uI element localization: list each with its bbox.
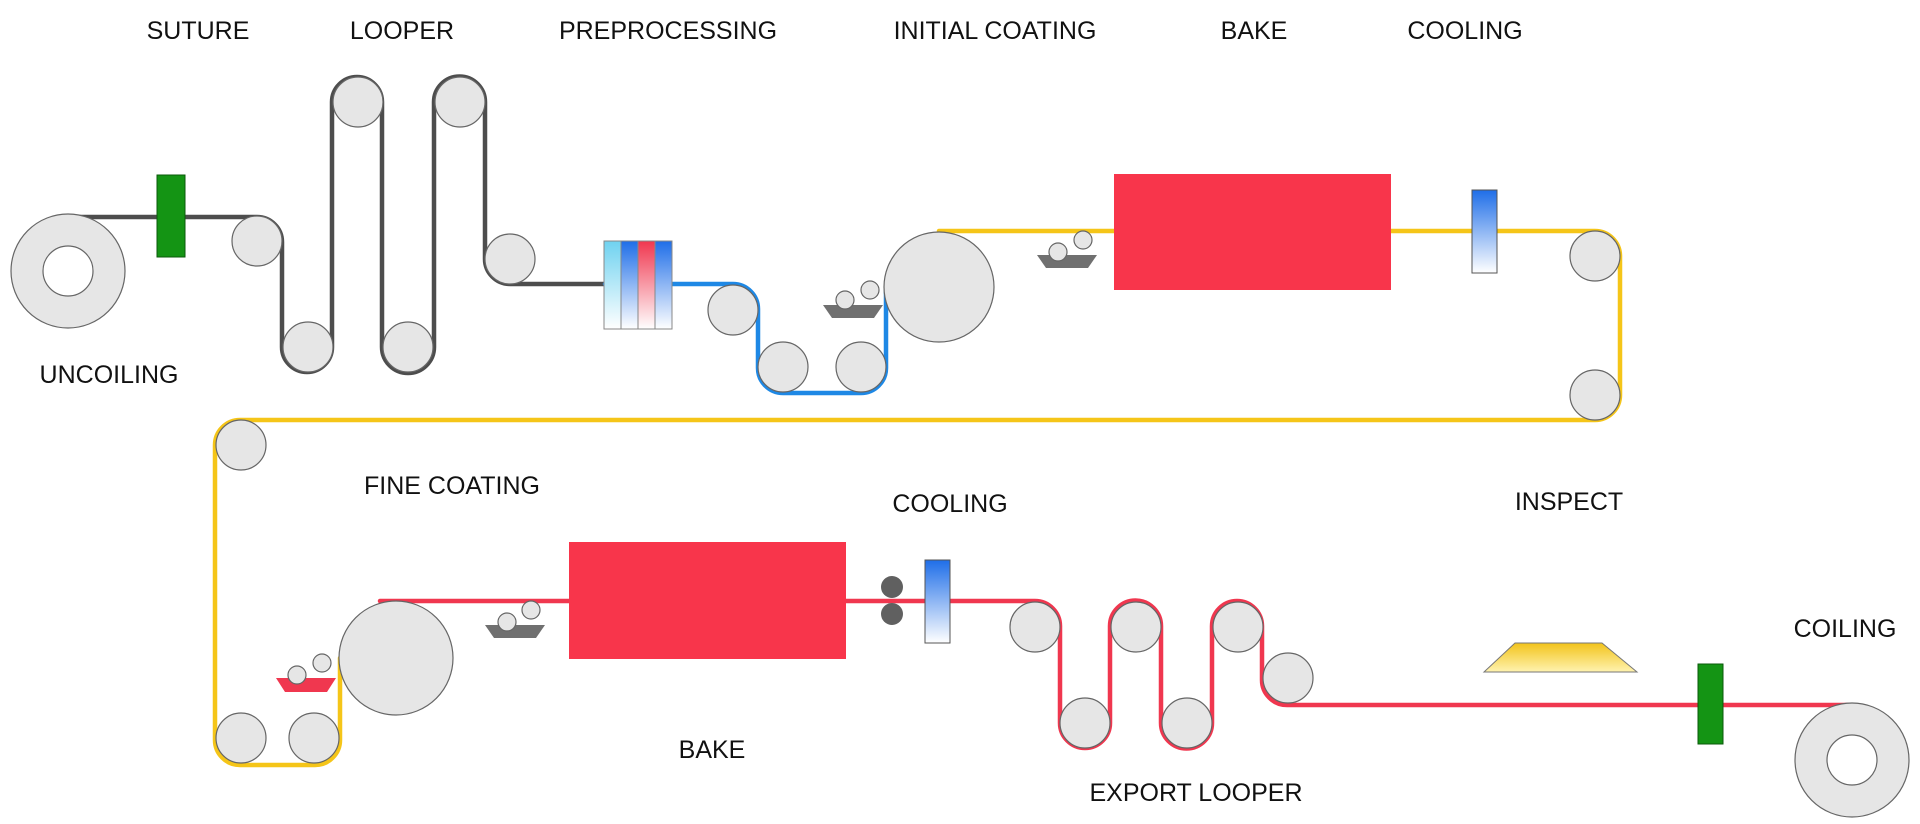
label-inspect: INSPECT	[1515, 488, 1623, 516]
turn-roller-icon	[1569, 230, 1621, 282]
label-preprocessing: PREPROCESSING	[559, 17, 777, 45]
recoiler-coil-icon	[1794, 702, 1910, 818]
strip-raw	[65, 74, 608, 376]
label-cooling-bottom: COOLING	[892, 490, 1007, 518]
label-coiling: COILING	[1794, 615, 1897, 643]
bake-oven-bottom-icon	[569, 542, 846, 659]
entry-roller-icon	[231, 215, 283, 267]
looper-roller-icon	[382, 321, 434, 373]
pretreat-roller-icon	[757, 341, 809, 393]
export-looper-roller-icon	[1009, 601, 1061, 653]
label-uncoiling: UNCOILING	[40, 361, 179, 389]
suture-welder-icon	[156, 174, 186, 258]
export-looper-roller-icon	[1161, 697, 1213, 749]
label-bake-top: BAKE	[1221, 17, 1288, 45]
export-looper-roller-icon	[1212, 601, 1264, 653]
uncoiler-coil-icon	[10, 213, 126, 329]
export-looper-roller-icon	[1059, 697, 1111, 749]
looper-roller-icon	[434, 76, 486, 128]
initial-coating-aux-tray-icon	[1037, 230, 1097, 268]
fine-coating-tray-icon	[276, 653, 336, 692]
preprocessing-tanks-icon	[603, 240, 673, 330]
inspection-lamp-icon	[1482, 642, 1639, 673]
label-initial-coating: INITIAL COATING	[894, 17, 1097, 45]
pretreat-roller-icon	[835, 341, 887, 393]
label-looper: LOOPER	[350, 17, 454, 45]
looper-roller-icon	[282, 321, 334, 373]
initial-coating-tray-icon	[823, 280, 883, 318]
pinch-roll-icon	[881, 576, 903, 625]
turn-roller-icon	[215, 419, 267, 471]
bottom-roller-icon	[288, 712, 340, 764]
label-suture: SUTURE	[147, 17, 250, 45]
looper-roller-icon	[332, 76, 384, 128]
label-export-looper: EXPORT LOOPER	[1089, 779, 1302, 807]
label-cooling-top: COOLING	[1407, 17, 1522, 45]
bake-oven-top-icon	[1114, 174, 1391, 290]
cooler-top-icon	[1471, 189, 1498, 274]
bottom-roller-icon	[215, 712, 267, 764]
fine-coating-aux-tray-icon	[485, 600, 545, 638]
label-fine-coating: FINE COATING	[364, 472, 540, 500]
export-looper-roller-icon	[1262, 652, 1314, 704]
strip-pretreated	[602, 281, 889, 396]
coiling-welder-icon	[1697, 663, 1724, 745]
looper-exit-roller-icon	[484, 233, 536, 285]
turn-roller-icon	[1569, 369, 1621, 421]
cooler-bottom-icon	[924, 559, 951, 644]
export-looper-roller-icon	[1110, 601, 1162, 653]
fine-coating-drum-icon	[338, 600, 454, 716]
pretreat-roller-icon	[707, 284, 759, 336]
label-bake-bottom: BAKE	[679, 736, 746, 764]
initial-coating-drum-icon	[883, 231, 995, 343]
